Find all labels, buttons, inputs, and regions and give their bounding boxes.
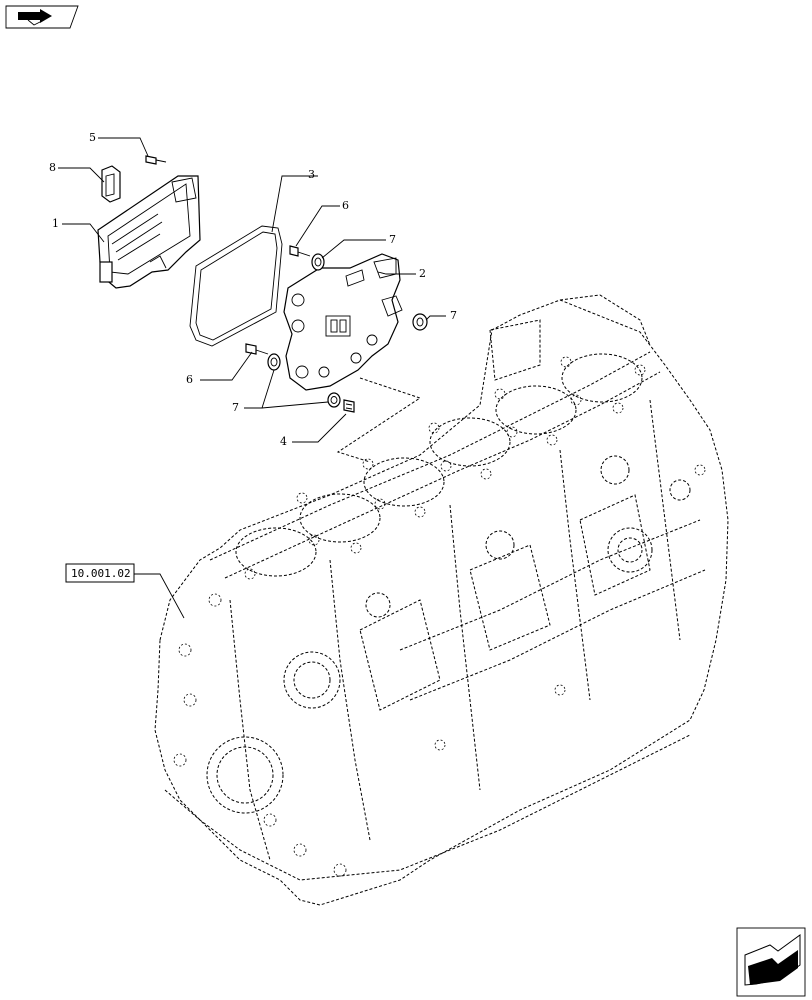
seal-7-upper-part[interactable] bbox=[311, 253, 325, 271]
leader-lines bbox=[58, 137, 446, 619]
callout-7-upper: 7 bbox=[389, 233, 396, 246]
callout-3: 3 bbox=[308, 168, 315, 181]
screw-6-lower-part[interactable] bbox=[245, 343, 269, 355]
reference-link-10-001-02[interactable]: 10.001.02 bbox=[65, 563, 135, 583]
seal-7-lower-part[interactable] bbox=[327, 392, 341, 408]
callout-labels: 5 8 1 3 6 7 2 7 6 7 4 bbox=[49, 131, 457, 448]
screw-5-part[interactable] bbox=[145, 155, 167, 165]
callout-2: 2 bbox=[419, 267, 426, 280]
gasket-part[interactable] bbox=[189, 225, 283, 347]
connector-cap-part[interactable] bbox=[101, 165, 121, 203]
plug-4-part[interactable] bbox=[343, 399, 355, 413]
callout-4: 4 bbox=[280, 435, 287, 448]
callout-1: 1 bbox=[52, 217, 59, 230]
callout-7-right: 7 bbox=[450, 309, 457, 322]
callout-5: 5 bbox=[89, 131, 96, 144]
seal-7-left-part[interactable] bbox=[267, 353, 281, 371]
callout-7-lower: 7 bbox=[232, 401, 239, 414]
seal-7-right-part[interactable] bbox=[412, 313, 428, 331]
reference-label: 10.001.02 bbox=[71, 567, 131, 580]
callout-6-lower: 6 bbox=[186, 373, 193, 386]
callout-6-upper: 6 bbox=[342, 199, 349, 212]
manifold-plate-part[interactable] bbox=[283, 253, 403, 391]
engine-block bbox=[154, 294, 729, 906]
next-page-arrow-icon[interactable] bbox=[736, 927, 806, 997]
ecu-module-part[interactable] bbox=[97, 175, 201, 289]
alignment-line bbox=[336, 377, 422, 463]
screw-6-upper-part[interactable] bbox=[289, 245, 311, 257]
book-arrow-icon[interactable] bbox=[5, 5, 79, 29]
callout-8: 8 bbox=[49, 161, 56, 174]
